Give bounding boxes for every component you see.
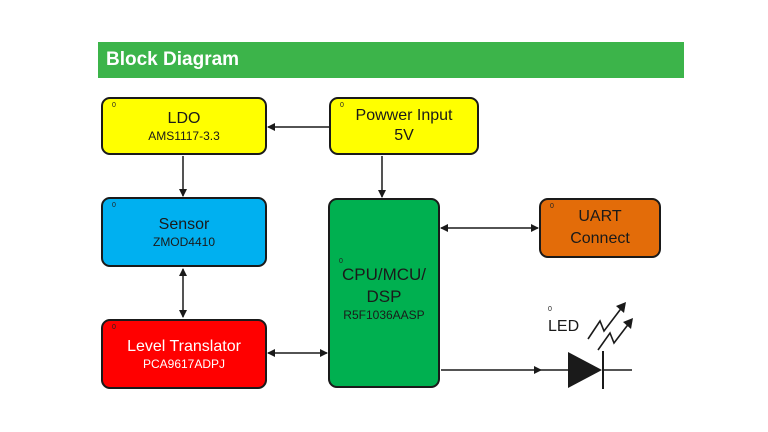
uart-tag: 0 bbox=[550, 203, 554, 210]
led-tag: 0 bbox=[548, 306, 552, 313]
cpu-block[interactable]: 0 CPU/MCU/ DSP R5F1036AASP bbox=[328, 198, 440, 388]
cpu-title-line2: DSP bbox=[366, 286, 402, 306]
uart-title-line2: Connect bbox=[570, 230, 630, 247]
ldo-title: LDO bbox=[167, 109, 201, 127]
led-diode-icon bbox=[541, 351, 632, 389]
level-title: Level Translator bbox=[127, 337, 241, 355]
uart-title-line1: UART bbox=[578, 208, 622, 225]
cpu-part: R5F1036AASP bbox=[343, 307, 425, 322]
sensor-block[interactable]: 0 Sensor ZMOD4410 bbox=[101, 197, 267, 267]
diagram-title: Block Diagram bbox=[106, 49, 240, 70]
power-input-block[interactable]: 0 Powwer Input 5V bbox=[329, 97, 479, 155]
ldo-part: AMS1117-3.3 bbox=[148, 128, 220, 143]
uart-block[interactable]: 0 UART Connect bbox=[539, 198, 661, 258]
level-part: PCA9617ADPJ bbox=[142, 356, 226, 371]
level-translator-block[interactable]: 0 Level Translator PCA9617ADPJ bbox=[101, 319, 267, 389]
sensor-title: Sensor bbox=[158, 215, 210, 233]
led-light-rays-icon bbox=[587, 302, 633, 351]
ldo-block[interactable]: 0 LDO AMS1117-3.3 bbox=[101, 97, 267, 155]
title-banner: Block Diagram bbox=[98, 42, 684, 78]
level-tag: 0 bbox=[112, 324, 116, 331]
power-tag: 0 bbox=[340, 102, 344, 109]
sensor-part: ZMOD4410 bbox=[152, 234, 216, 249]
sensor-tag: 0 bbox=[112, 202, 116, 209]
cpu-tag: 0 bbox=[339, 258, 343, 265]
cpu-title-line1: CPU/MCU/ bbox=[341, 264, 427, 284]
ldo-tag: 0 bbox=[112, 102, 116, 109]
led-label: LED bbox=[548, 318, 580, 335]
power-title: Powwer Input bbox=[355, 107, 453, 124]
power-voltage: 5V bbox=[394, 127, 414, 144]
